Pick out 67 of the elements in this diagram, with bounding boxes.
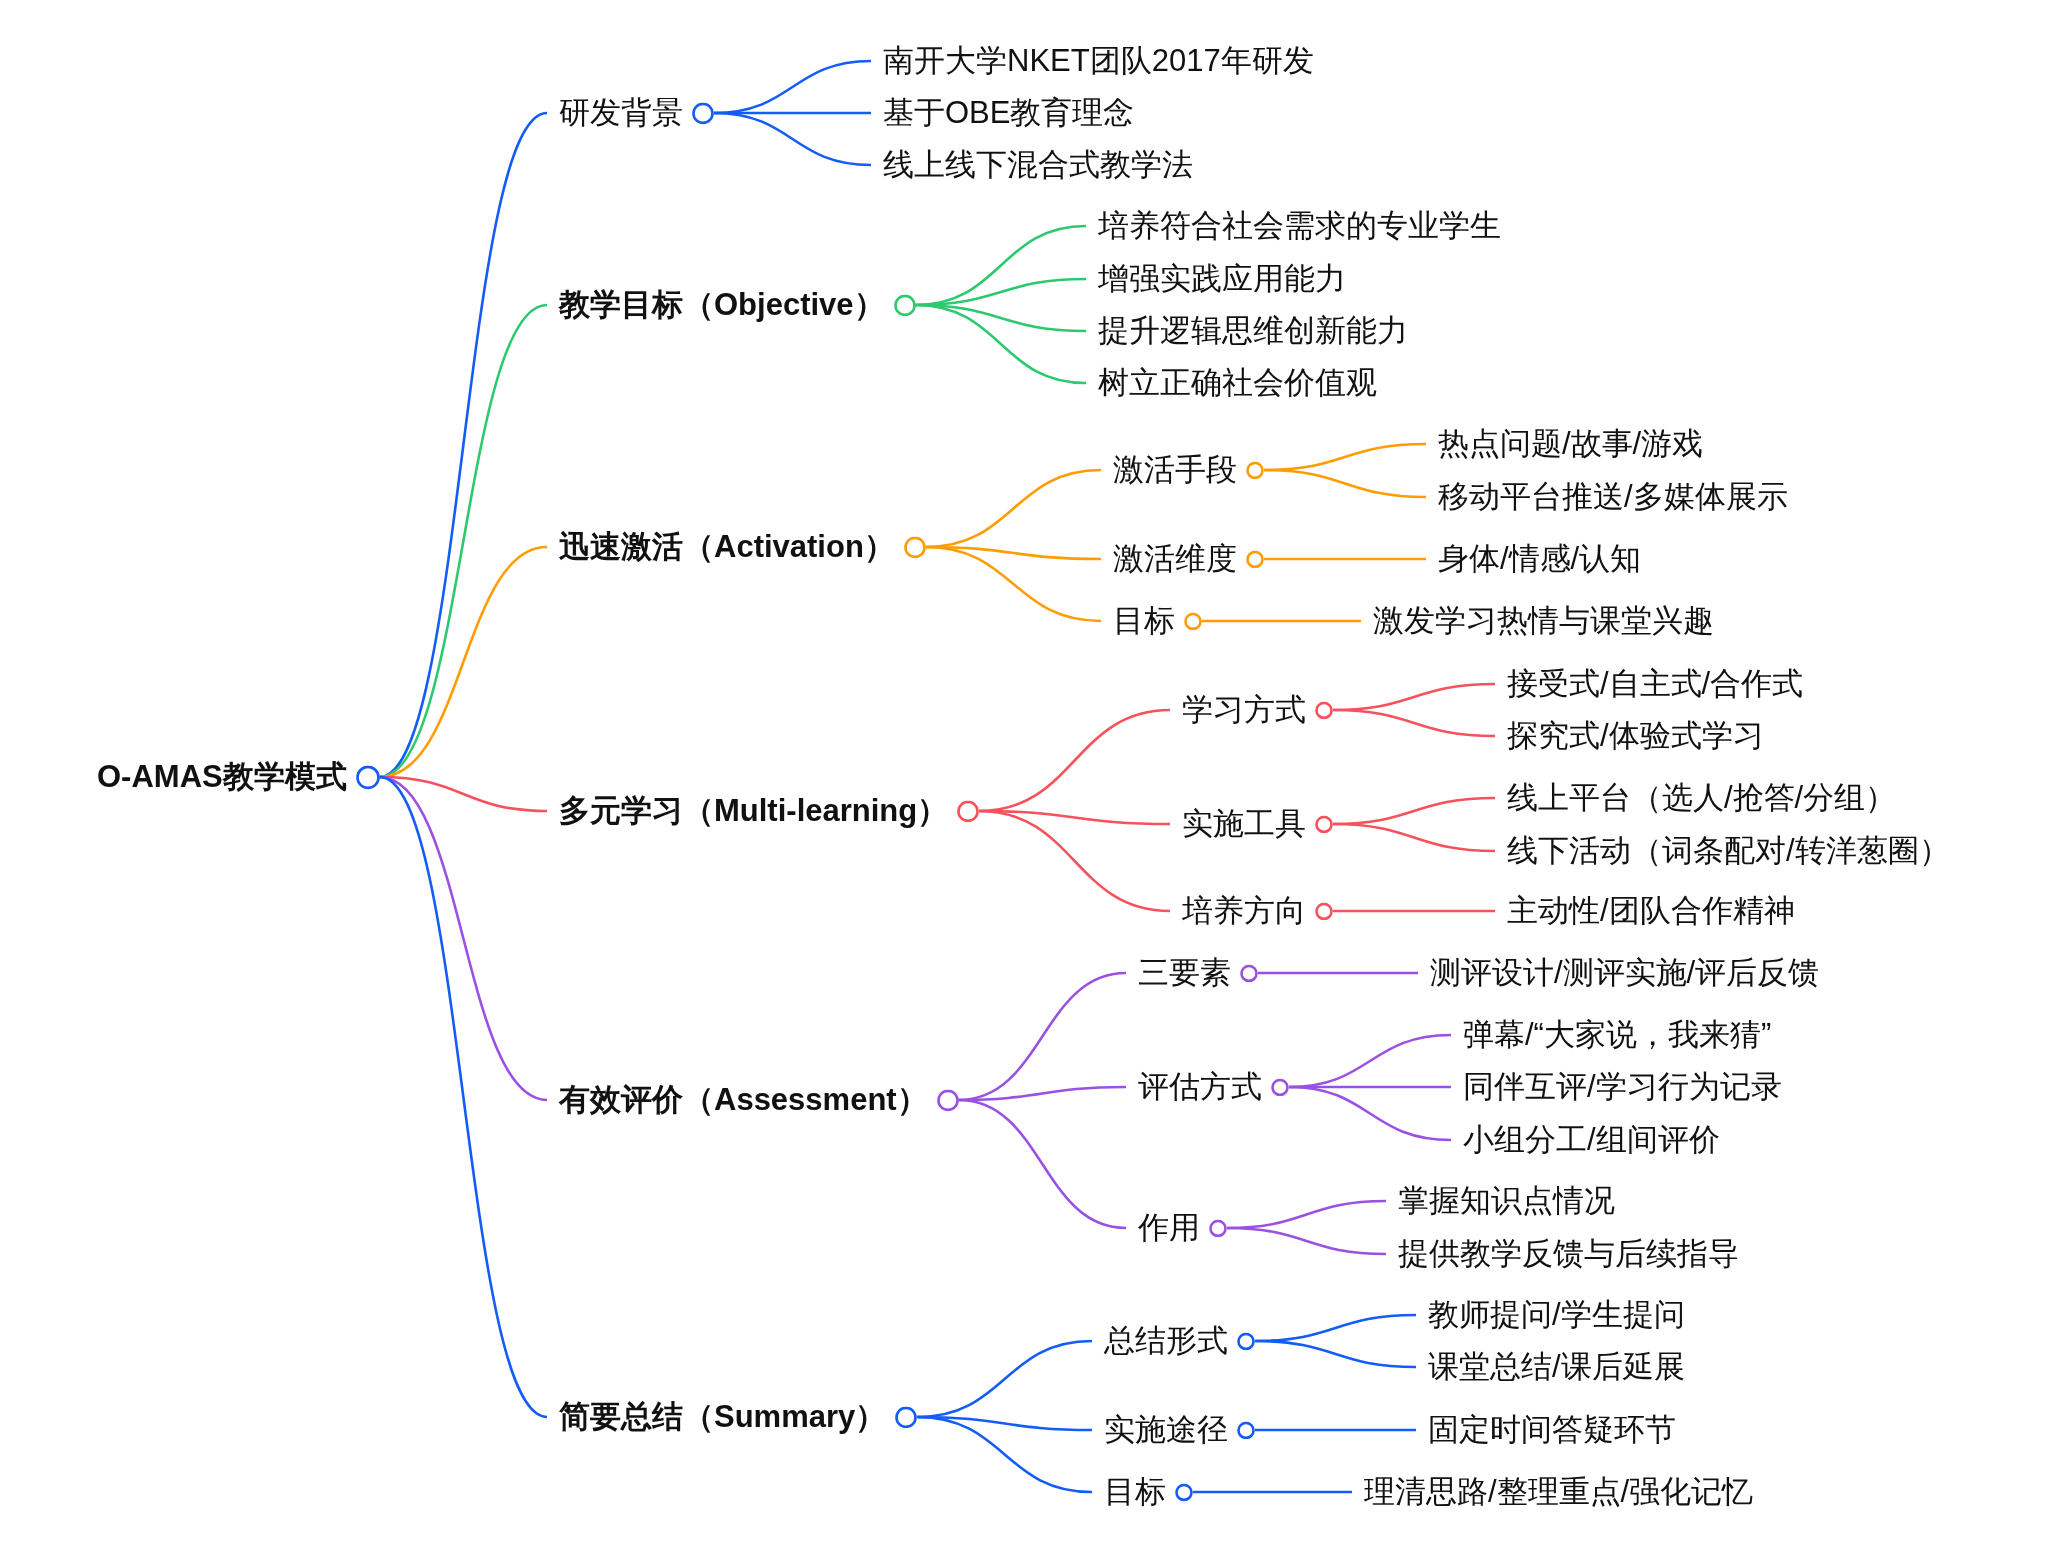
- branch-line: [1264, 557, 1426, 561]
- branch-line: [915, 303, 1087, 385]
- detail-topic: 南开大学NKET团队2017年研发: [883, 42, 1314, 80]
- subtopic: 实施途径: [1104, 1411, 1228, 1449]
- branch-line: [1255, 1428, 1416, 1432]
- main-topic: 简要总结（Summary）: [559, 1398, 887, 1436]
- branch-line: [713, 111, 872, 167]
- subtopic: 实施工具: [1182, 805, 1306, 843]
- detail-topic: 基于OBE教育理念: [883, 94, 1135, 132]
- detail-topic: 激发学习热情与课堂兴趣: [1373, 602, 1714, 640]
- detail-topic: 提升逻辑思维创新能力: [1098, 312, 1408, 350]
- main-topic: 有效评价（Assessment）: [559, 1081, 928, 1119]
- detail-topic: 培养符合社会需求的专业学生: [1098, 207, 1501, 245]
- main-topic: 多元学习（Multi-learning）: [559, 792, 949, 830]
- main-topic: 研发背景: [559, 94, 683, 132]
- detail-topic: 小组分工/组间评价: [1463, 1121, 1720, 1159]
- detail-topic: 线上平台（选人/抢答/分组）: [1507, 779, 1897, 817]
- branch-line: [379, 775, 548, 1102]
- subtopic: 评估方式: [1138, 1068, 1262, 1106]
- subtopic: 培养方向: [1182, 892, 1306, 930]
- branch-line: [379, 303, 548, 779]
- detail-topic: 热点问题/故事/游戏: [1438, 425, 1704, 463]
- detail-topic: 掌握知识点情况: [1398, 1182, 1615, 1220]
- detail-topic: 理清思路/整理重点/强化记忆: [1364, 1473, 1754, 1511]
- branch-line: [1226, 1226, 1387, 1256]
- central-topic: O-AMAS教学模式: [97, 758, 347, 796]
- detail-topic: 增强实践应用能力: [1098, 260, 1346, 298]
- detail-topic: 课堂总结/课后延展: [1428, 1348, 1685, 1386]
- detail-topic: 提供教学反馈与后续指导: [1398, 1235, 1739, 1273]
- branch-line: [1332, 822, 1496, 853]
- subtopic: 激活手段: [1113, 451, 1237, 489]
- subtopic: 作用: [1138, 1209, 1200, 1247]
- branch-line: [958, 1098, 1127, 1230]
- branch-line: [1288, 1085, 1452, 1142]
- branch-line: [1202, 619, 1361, 623]
- branch-line: [1332, 708, 1496, 738]
- subtopic: 激活维度: [1113, 540, 1237, 578]
- detail-topic: 接受式/自主式/合作式: [1507, 665, 1804, 703]
- detail-topic: 移动平台推送/多媒体展示: [1438, 478, 1788, 516]
- detail-topic: 固定时间答疑环节: [1428, 1411, 1676, 1449]
- main-topic: 迅速激活（Activation）: [559, 528, 895, 566]
- branch-line: [1258, 971, 1418, 975]
- branch-line: [1263, 468, 1427, 499]
- detail-topic: 测评设计/测评实施/评后反馈: [1430, 954, 1820, 992]
- branch-line: [925, 545, 1102, 623]
- branch-line: [379, 545, 548, 779]
- detail-topic: 探究式/体验式学习: [1507, 717, 1764, 755]
- branch-line: [1193, 1490, 1352, 1494]
- detail-topic: 线上线下混合式教学法: [883, 146, 1193, 184]
- detail-topic: 树立正确社会价值观: [1098, 364, 1377, 402]
- subtopic: 目标: [1104, 1473, 1166, 1511]
- detail-topic: 主动性/团队合作精神: [1507, 892, 1795, 930]
- subtopic: 目标: [1113, 602, 1175, 640]
- branch-line: [379, 775, 548, 1419]
- branch-line: [1254, 1339, 1417, 1369]
- detail-topic: 教师提问/学生提问: [1428, 1296, 1685, 1334]
- subtopic: 三要素: [1138, 954, 1231, 992]
- detail-topic: 弹幕/“大家说，我来猜”: [1463, 1016, 1772, 1054]
- subtopic: 学习方式: [1182, 691, 1306, 729]
- branch-line: [1333, 909, 1495, 913]
- main-topic: 教学目标（Objective）: [559, 286, 885, 324]
- detail-topic: 身体/情感/认知: [1438, 540, 1642, 578]
- detail-topic: 线下活动（词条配对/转洋葱圈）: [1507, 832, 1950, 870]
- detail-topic: 同伴互评/学习行为记录: [1463, 1068, 1782, 1106]
- subtopic: 总结形式: [1104, 1322, 1228, 1360]
- branch-line: [979, 809, 1171, 913]
- branch-line: [917, 1415, 1093, 1494]
